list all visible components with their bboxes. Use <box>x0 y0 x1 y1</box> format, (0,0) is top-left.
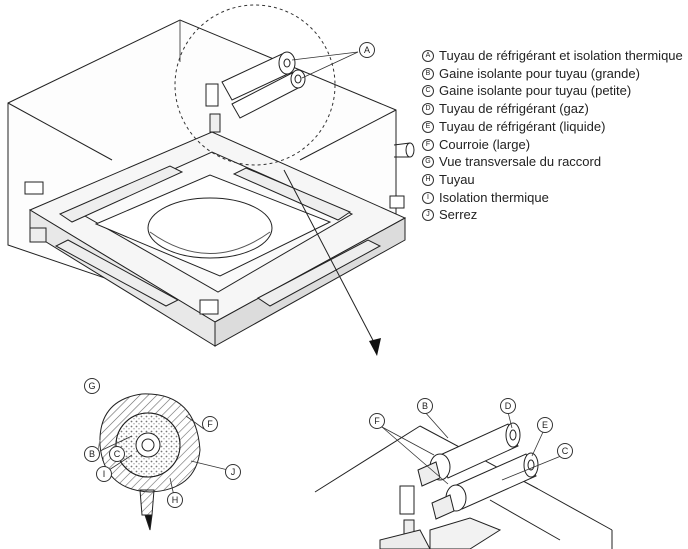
legend-item-f: F Courroie (large) <box>422 136 684 154</box>
legend-text: Courroie (large) <box>439 136 531 152</box>
legend-letter: I <box>422 191 434 204</box>
legend-text: Vue transversale du raccord <box>439 154 602 170</box>
legend-letter: J <box>422 209 434 222</box>
legend-text: Isolation thermique <box>439 189 549 205</box>
legend-item-a: A Tuyau de réfrigérant et isolation therm… <box>422 47 684 65</box>
callout-a: A <box>359 42 375 58</box>
callout-f-detail: F <box>369 413 385 429</box>
legend-item-e: E Tuyau de réfrigérant (liquide) <box>422 118 684 136</box>
legend-text: Tuyau de réfrigérant et isolation thermi… <box>439 48 683 63</box>
callout-a-leaders <box>291 51 359 79</box>
legend-letter: F <box>422 138 434 151</box>
legend-letter: D <box>422 103 434 116</box>
legend-item-g: G Vue transversale du raccord <box>422 153 684 171</box>
legend-item-i: I Isolation thermique <box>422 189 684 207</box>
callout-f-section: F <box>202 416 218 432</box>
legend: A Tuyau de réfrigérant et isolation therm… <box>422 47 684 224</box>
callout-e-detail: E <box>537 417 553 433</box>
callout-b-detail: B <box>417 398 433 414</box>
callout-b-section: B <box>84 446 100 462</box>
fan-grille <box>147 197 273 259</box>
legend-item-j: J Serrez <box>422 206 684 224</box>
pipe-connection-detail <box>314 422 613 549</box>
legend-text: Serrez <box>439 207 478 223</box>
legend-item-c: C Gaine isolante pour tuyau (petite) <box>422 82 684 100</box>
legend-letter: C <box>422 85 434 98</box>
legend-letter: H <box>422 173 434 186</box>
callout-g: G <box>84 378 100 394</box>
callout-i-section: I <box>96 466 112 482</box>
legend-text: Tuyau de réfrigérant (liquide) <box>439 118 606 134</box>
callout-d-detail: D <box>500 398 516 414</box>
legend-letter: G <box>422 156 434 169</box>
legend-text: Gaine isolante pour tuyau (grande) <box>439 65 640 81</box>
callout-separator: , <box>101 447 105 462</box>
legend-item-d: D Tuyau de réfrigérant (gaz) <box>422 100 684 118</box>
detail-arrow <box>283 169 381 356</box>
legend-item-h: H Tuyau <box>422 171 684 189</box>
callout-c-section: C <box>109 446 125 462</box>
legend-text: Tuyau <box>439 171 475 187</box>
detail-circle <box>174 4 336 166</box>
legend-letter: E <box>422 120 434 133</box>
callout-j-section: J <box>225 464 241 480</box>
cross-section-leaders <box>99 415 229 497</box>
cassette-unit-drawing <box>7 19 415 347</box>
detail-leaders <box>381 410 562 485</box>
legend-item-b: B Gaine isolante pour tuyau (grande) <box>422 65 684 83</box>
legend-letter: A <box>422 50 434 62</box>
legend-letter: B <box>422 67 434 80</box>
cross-section-view <box>95 393 201 531</box>
callout-c-detail: C <box>557 443 573 459</box>
legend-text: Tuyau de réfrigérant (gaz) <box>439 101 589 117</box>
legend-text: Gaine isolante pour tuyau (petite) <box>439 83 632 99</box>
callout-h-section: H <box>167 492 183 508</box>
